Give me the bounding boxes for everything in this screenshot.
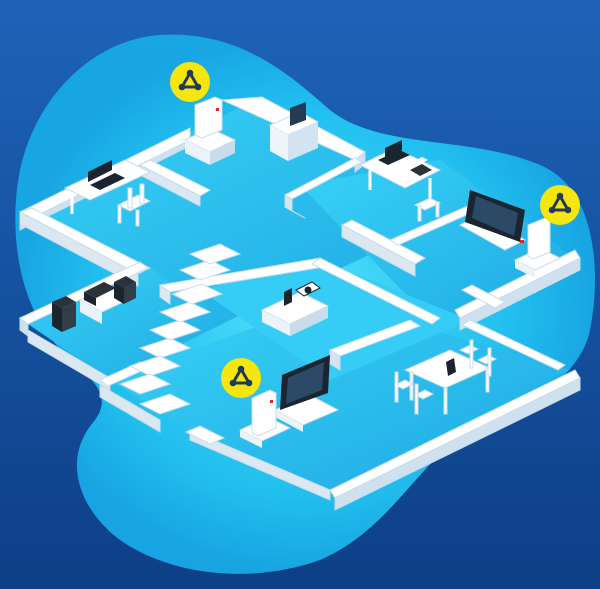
monitor-icon <box>268 102 320 161</box>
chair-icon <box>393 379 415 390</box>
printer-and-laptop-desk <box>358 140 442 205</box>
center-counter-devices <box>260 281 330 336</box>
dining-chairs <box>393 339 498 415</box>
chair-icon <box>413 197 442 222</box>
tv-bottom-room <box>273 355 340 432</box>
floor-bottom-room <box>110 300 570 490</box>
chair-icon <box>413 389 435 400</box>
speaker-icon <box>52 296 76 308</box>
laptop-icon <box>88 160 112 182</box>
phone-icon <box>284 288 292 306</box>
chair-icon <box>116 183 152 227</box>
mesh-badge-top <box>170 62 210 102</box>
staircase <box>118 243 242 415</box>
tablet-icon <box>446 358 456 376</box>
stereo-icon <box>84 282 116 298</box>
laptop-icon <box>385 140 402 158</box>
stereo-system <box>52 276 136 332</box>
floor-center-hall <box>200 260 470 380</box>
mesh-router-top <box>183 96 237 165</box>
mesh-badge-right <box>540 185 580 225</box>
mesh-router-bottom <box>238 389 292 448</box>
mesh-network-icon <box>179 69 201 89</box>
speaker-icon <box>114 276 136 288</box>
mesh-network-icon <box>230 365 252 385</box>
desk-with-laptop <box>63 159 152 214</box>
mesh-router-right <box>513 217 562 278</box>
mesh-network-icon <box>549 192 571 212</box>
tv-right-room <box>458 190 527 251</box>
printer-icon <box>410 164 432 176</box>
mesh-badge-bottom <box>221 358 261 398</box>
